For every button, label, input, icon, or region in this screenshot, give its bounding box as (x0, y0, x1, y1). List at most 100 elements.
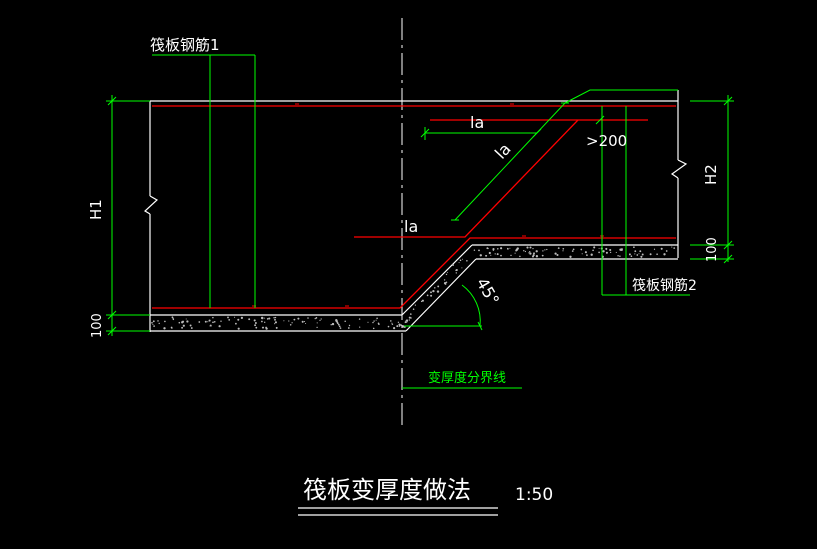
hatch-dot (391, 322, 393, 324)
hatch-dot (462, 258, 463, 260)
hatch-dot (497, 248, 499, 250)
hatch-dot (556, 253, 559, 257)
hatch-dot (615, 251, 617, 253)
hatch-dot (496, 253, 499, 256)
hatch-dot (319, 319, 321, 322)
hatch-dot (515, 248, 519, 251)
hatch-dot (409, 313, 412, 315)
hatch-dot (254, 322, 257, 324)
la-diag-label: la (491, 139, 515, 162)
hatch-dot (393, 327, 396, 330)
hatch-dot (338, 325, 341, 328)
hatch-dot (590, 253, 593, 256)
hatch-dot (398, 325, 401, 327)
hatch-dot (479, 254, 482, 257)
hatch-dot (268, 317, 271, 320)
hatch-dot (436, 290, 440, 293)
hatch-dot (443, 279, 446, 281)
hatch-dot (617, 254, 619, 257)
hatch-dot (378, 323, 380, 325)
hatch-dot (562, 250, 564, 252)
hatch-dot (237, 318, 240, 321)
hatch-dot (314, 317, 316, 320)
hatch-dot (391, 323, 394, 326)
hatch-dot (532, 248, 534, 250)
hatch-dot (432, 289, 435, 293)
hatch-dot (273, 317, 275, 319)
hatch-dot (673, 247, 676, 249)
hatch-dot (509, 247, 511, 249)
hatch-dot (235, 322, 237, 325)
hatch-dot (367, 321, 369, 323)
hatch-dot (158, 322, 160, 325)
hatch-dot (535, 255, 539, 258)
hatch-dot (461, 267, 463, 269)
hatch-dot (519, 255, 521, 258)
hatch-dot (535, 250, 538, 253)
hatch-dot (152, 323, 154, 325)
hatch-dot (189, 324, 192, 327)
hatch-dot (389, 320, 392, 322)
hatch-dot (260, 316, 264, 320)
hatch-dot (375, 319, 377, 321)
cover-right-label: 100 (705, 237, 720, 262)
hatch-dot (408, 316, 411, 319)
hatch-dot (492, 249, 495, 251)
hatch-dot (451, 263, 455, 267)
hatch-dot (580, 248, 583, 251)
hatch-dot (405, 319, 409, 322)
hatch-dot (562, 247, 565, 250)
hatch-dot (315, 317, 318, 319)
hatch-dot (628, 253, 631, 256)
hatch-dot (656, 253, 658, 255)
hatch-dot (207, 321, 209, 323)
hatch-dot (447, 272, 449, 274)
cover-left-label: 100 (90, 313, 105, 338)
hatch-dot (210, 325, 212, 327)
drawing-title: 筏板变厚度做法 (303, 476, 471, 504)
boundary-label: 变厚度分界线 (428, 370, 506, 386)
hatch-dot (218, 325, 221, 328)
hatch-dot (209, 325, 211, 327)
hatch-dot (220, 320, 222, 322)
hatch-dot (542, 250, 544, 252)
hatch-dot (554, 252, 557, 255)
diagonal-rebar (354, 119, 579, 238)
hatch-dot (586, 254, 588, 256)
hatch-dot (636, 254, 639, 256)
hatch-dot (254, 324, 257, 327)
hatch-dot (208, 319, 211, 322)
hatch-dot (397, 321, 400, 323)
hatch-dot (213, 320, 216, 323)
hatch-dot (546, 248, 548, 251)
hatch-dot (274, 316, 277, 319)
hatch-dot (330, 324, 332, 326)
hatch-dot (633, 246, 635, 249)
hatch-dot (237, 327, 240, 330)
hatch-dot (485, 254, 488, 257)
hatch-dot (557, 247, 560, 250)
hatch-dot (649, 253, 652, 256)
hatch-dot (178, 321, 181, 324)
hatch-dot (198, 321, 201, 323)
hatch-dot (305, 322, 307, 325)
hatch-dot (609, 248, 612, 252)
hatch-dot (444, 283, 447, 285)
hatch-dot (421, 299, 424, 302)
hatch-dot (373, 320, 375, 322)
hatch-dot (185, 318, 187, 320)
hatch-dot (514, 252, 516, 254)
hatch-dot (316, 326, 318, 329)
hatch-dot (337, 323, 340, 326)
hatch-dot (638, 253, 640, 255)
hatch-dot (204, 320, 207, 323)
hatch-dot (634, 250, 637, 253)
hatch-dot (336, 322, 339, 325)
hatch-dot (283, 320, 285, 322)
hatch-dot (414, 304, 416, 306)
hatch-dot (640, 255, 643, 258)
hatch-dot (157, 320, 159, 322)
hatch-dot (212, 321, 214, 324)
hatch-dot (533, 252, 535, 255)
